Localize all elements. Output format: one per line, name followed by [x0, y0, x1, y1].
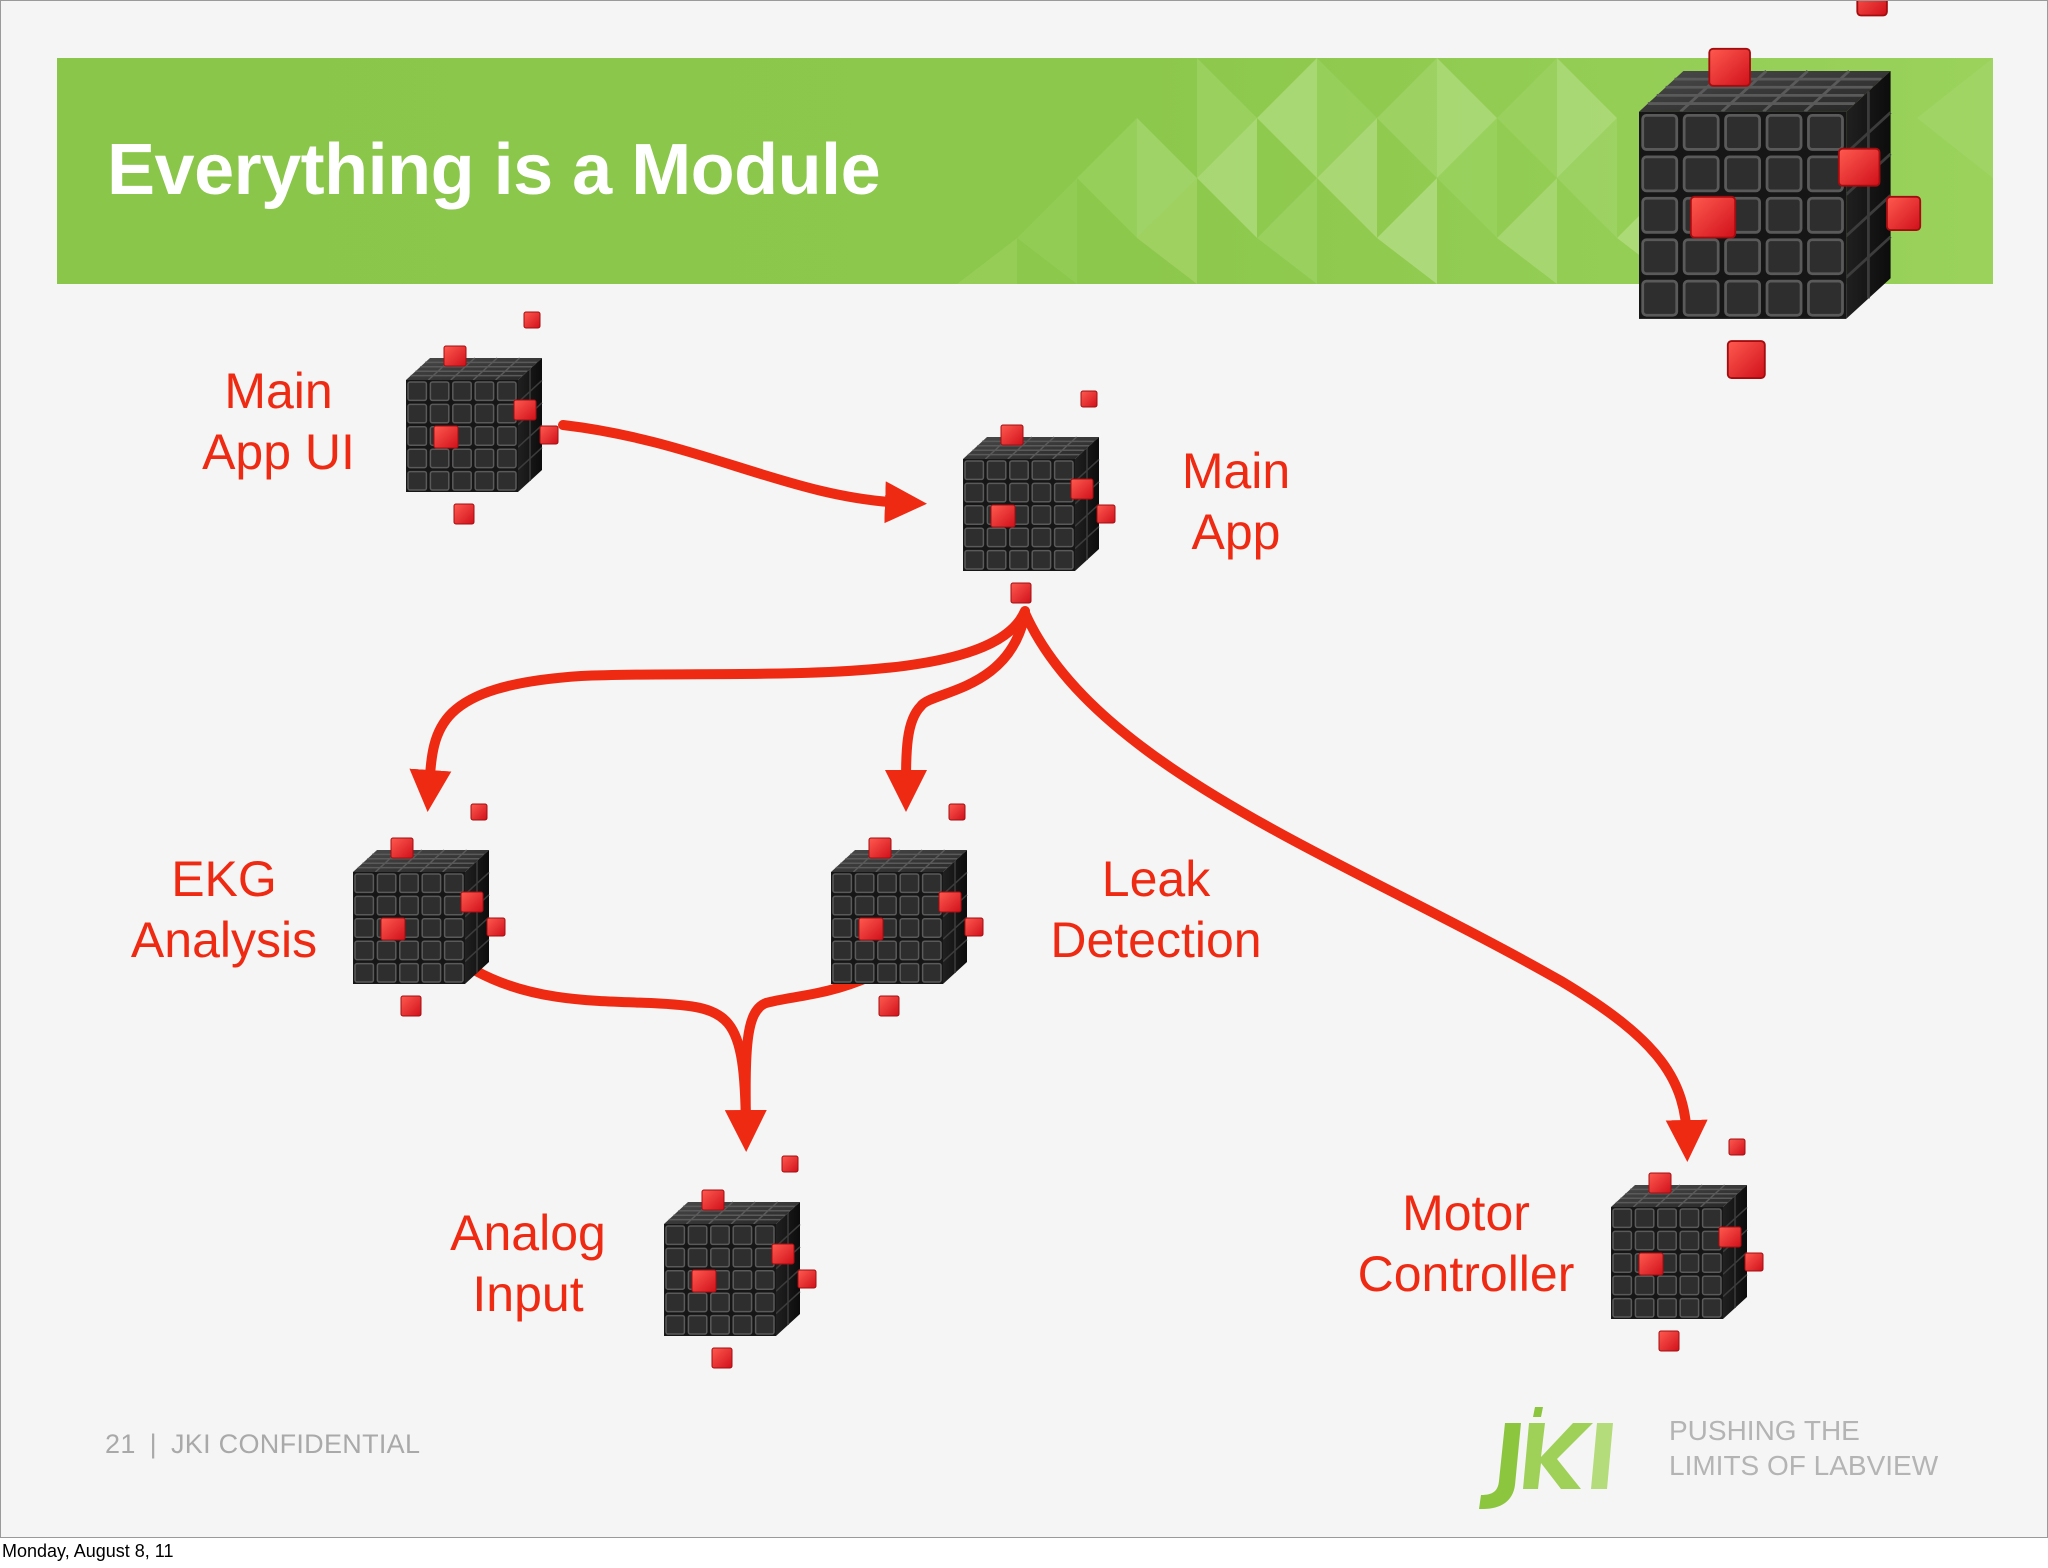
module-cube-icon	[663, 1155, 817, 1369]
jki-logo	[1479, 1407, 1613, 1509]
arrow-main-app-to-ekg-analysis	[409, 606, 1030, 812]
slide-footer: 21 | JKI CONFIDENTIAL	[105, 1429, 420, 1460]
arrow-leak-detection-to-analog-input	[740, 971, 876, 1136]
date-stamp: Monday, August 8, 11	[2, 1541, 174, 1561]
module-cube-icon	[405, 311, 559, 525]
connection-arrows	[409, 420, 1708, 1162]
module-cube-icon	[352, 803, 506, 1017]
arrow-main-app-to-motor-controller	[1020, 608, 1708, 1162]
arrow-main-app-ui-to-main-app	[558, 420, 927, 524]
banner-cube-icon	[1637, 1, 1922, 380]
slide-title: Everything is a Module	[107, 130, 881, 210]
confidential-label: JKI CONFIDENTIAL	[170, 1429, 421, 1459]
module-cube-icon	[1610, 1138, 1764, 1352]
arrow-ekg-analysis-to-analog-input	[471, 966, 767, 1152]
footer-separator: |	[149, 1429, 157, 1459]
module-cube-icon	[962, 390, 1116, 604]
arrow-main-app-to-leak-detection	[885, 608, 1030, 812]
page-number: 21	[105, 1429, 136, 1459]
module-diagram	[352, 1, 1922, 1369]
